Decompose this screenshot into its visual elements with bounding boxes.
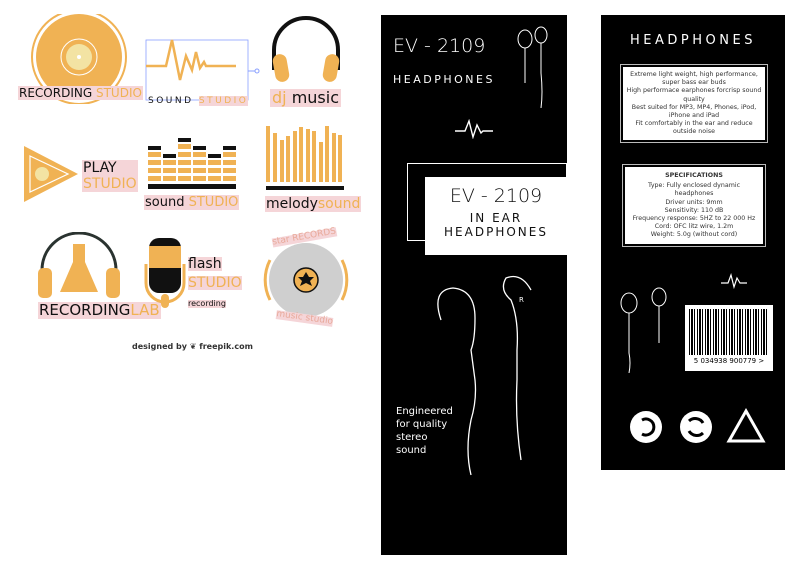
recycle-arrows-icon: [680, 411, 712, 443]
feature: Extreme light weight, high performance, …: [630, 71, 758, 87]
pulse-icon: [721, 273, 747, 289]
logo-text: recording: [188, 299, 226, 309]
logo-text: STUDIO: [188, 275, 242, 292]
spec: Driver units: 9mm: [665, 198, 723, 206]
microphone-icon: [144, 238, 186, 308]
back-panel: HEADPHONES Extreme light weight, high pe…: [601, 15, 785, 470]
barcode-bars: [689, 309, 769, 355]
tagline-line: stereo: [396, 432, 428, 443]
star-record-icon: [263, 243, 349, 317]
logo-text: STUDIO: [82, 176, 138, 192]
symbols-row: [630, 407, 766, 443]
spec: Frequency response: 5HZ to 22 000 Hz: [632, 214, 756, 222]
barcode: 5 034938 900779 >: [685, 305, 773, 371]
svg-text:R: R: [519, 296, 524, 304]
spec-title: SPECIFICATIONS: [665, 172, 723, 179]
logo-text: LAB: [130, 301, 160, 319]
spec: Cord: OFC litz wire, 1.2m: [654, 223, 734, 231]
barcode-number: 5 034938 900779 >: [693, 357, 765, 365]
logo-text: sound: [145, 195, 185, 210]
feature: Best suited for MP3, MP4, Phones, iPod, …: [631, 103, 757, 119]
equalizer-icon: [148, 138, 236, 189]
spec: Type: Fully enclosed dynamic headphones: [647, 182, 741, 198]
copyright-icon: [630, 411, 662, 443]
logo-text: dj: [272, 88, 287, 107]
back-title: HEADPHONES: [630, 33, 756, 48]
logo-text: PLAY: [82, 160, 138, 176]
credit-text[interactable]: designed by ❦ freepik.com: [132, 342, 253, 351]
logo-text: RECORDING: [39, 301, 131, 319]
model-box: EV - 2109 IN EAR HEADPHONES: [425, 177, 567, 255]
logo-text: SOUND: [148, 96, 194, 106]
logo-text: RECORDING: [19, 86, 93, 100]
box-line1: IN EAR: [469, 211, 523, 225]
recycle-icon: [726, 407, 766, 443]
model-title: EV - 2109: [393, 35, 486, 57]
logo-text: STUDIO: [198, 96, 249, 106]
play-icon: [24, 146, 78, 202]
feature: High performace earphones forcrisp sound…: [626, 87, 762, 103]
logo-text: music: [291, 88, 340, 107]
earphones-large-icon: R: [437, 275, 532, 476]
waveform-icon[interactable]: [144, 38, 262, 102]
tagline-line: Engineered: [396, 406, 453, 417]
bars-icon: [266, 126, 344, 190]
spec: Sensitivity: 110 dB: [664, 206, 724, 214]
features-box: Extreme light weight, high performance, …: [620, 63, 768, 144]
logo-text: sound: [317, 196, 361, 212]
spec: Weight: 5.0g (without cord): [650, 231, 738, 239]
logo-text: STUDIO: [188, 195, 239, 210]
earphones-icon: [517, 26, 548, 108]
box-line2: HEADPHONES: [444, 225, 548, 239]
tagline-line: sound: [396, 445, 427, 456]
tagline-line: for quality: [396, 419, 448, 430]
box-model: EV - 2109: [449, 185, 543, 207]
earphones-icon: [620, 287, 667, 373]
lab-headphones-icon: [38, 232, 120, 298]
specs-box: SPECIFICATIONS Type: Fully enclosed dyna…: [622, 163, 766, 248]
headphones-icon: [272, 16, 340, 82]
front-panel: EV - 2109 HEADPHONES EV - 2109 IN EAR HE…: [381, 15, 567, 555]
vinyl-icon: [31, 14, 127, 104]
subtitle: HEADPHONES: [393, 73, 495, 86]
logo-text: flash: [188, 256, 222, 272]
pulse-icon: [455, 119, 493, 139]
logo-text: STUDIO: [95, 86, 142, 100]
feature: Fit comfortably in the ear and reduce ou…: [635, 120, 753, 136]
logo-text: melody: [266, 196, 318, 212]
